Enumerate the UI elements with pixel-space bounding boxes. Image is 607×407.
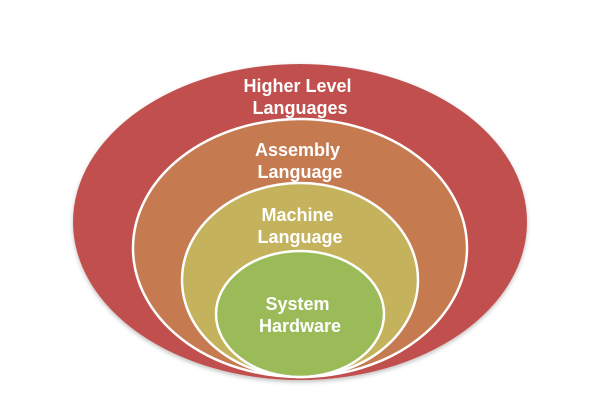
layer-label-line1: System — [265, 294, 329, 314]
layer-label-line2: Hardware — [259, 316, 341, 336]
layer-label-line1: Assembly — [255, 140, 340, 160]
core-ellipse — [214, 249, 386, 379]
layer-label: Higher Level Languages — [243, 76, 356, 118]
layer-label: System Hardware — [259, 294, 341, 336]
layer-label-line2: Language — [257, 162, 342, 182]
layer-label: Machine Language — [257, 205, 342, 247]
layer-label-line1: Higher Level — [243, 76, 351, 96]
layer-label: Assembly Language — [255, 140, 345, 182]
layer-label-line2: Languages — [252, 98, 347, 118]
layer-label-line1: Machine — [261, 205, 333, 225]
layer-label-line2: Language — [257, 227, 342, 247]
layer-system-hardware: System Hardware — [214, 249, 386, 379]
